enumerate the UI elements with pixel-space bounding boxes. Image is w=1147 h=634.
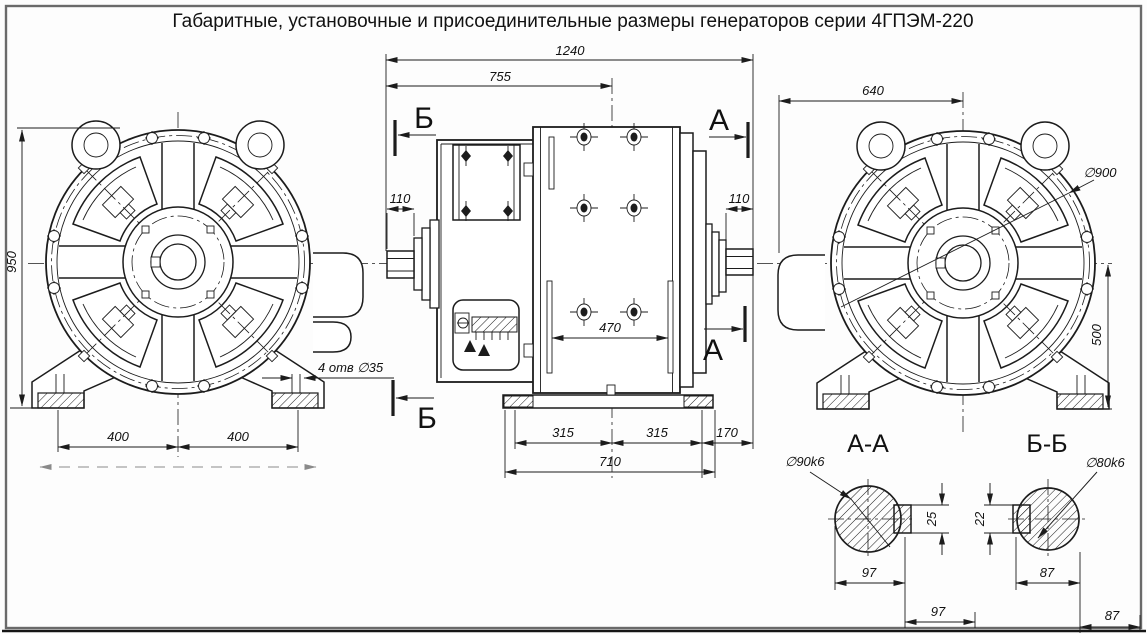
section-view-aa: А-А ∅90k6 25 97 97 <box>785 430 976 628</box>
front-view-right: 640 ∅900 500 <box>777 83 1117 409</box>
dim-height-label: 950 <box>4 250 19 272</box>
dim-shaft-left-label: 110 <box>390 191 411 206</box>
section-mark-a-top: А <box>709 104 750 158</box>
side-view: 1240 755 110 110 470 315 315 170 710 Б <box>385 43 754 478</box>
drawing-title: Габаритные, установочные и присоединител… <box>172 11 973 32</box>
cable-entry-profile <box>313 321 352 353</box>
svg-text:Б: Б <box>414 102 434 135</box>
key-height-aa-label: 25 <box>924 511 939 527</box>
dim-to-edge-label: 640 <box>862 83 884 98</box>
dim-base-length-label: 710 <box>599 454 621 469</box>
section-mark-b-bottom: Б <box>391 380 437 435</box>
section-bb-title: Б-Б <box>1026 430 1067 458</box>
svg-text:А: А <box>709 104 729 137</box>
section-mark-a-bottom: А <box>703 306 747 367</box>
dim-axis-height-label: 500 <box>1089 323 1104 345</box>
dim-foot-right-label: 400 <box>227 429 249 444</box>
dim-offset-aa-label: 97 <box>931 604 946 619</box>
dim-outer-diameter-label: ∅900 <box>1083 165 1117 180</box>
front-view-left: 950 400 400 4 отв ∅35 <box>4 121 394 470</box>
dim-foot-overhang-label: 170 <box>716 425 738 440</box>
dim-shaft-right-label: 110 <box>729 191 750 206</box>
key-height-bb-label: 22 <box>972 511 987 527</box>
dim-frame-window-label: 470 <box>599 320 621 335</box>
svg-text:Б: Б <box>417 402 437 435</box>
svg-text:А: А <box>703 334 723 367</box>
section-view-bb: Б-Б ∅80k6 22 87 87 <box>972 430 1141 633</box>
dim-width-bb-label: 87 <box>1040 565 1055 580</box>
shaft-diameter-aa-label: ∅90k6 <box>785 454 825 469</box>
dim-offset-bb-label: 87 <box>1105 608 1120 623</box>
shaft-right <box>725 248 754 276</box>
dim-overall-length-label: 1240 <box>556 43 586 58</box>
section-aa-title: А-А <box>847 430 889 458</box>
dim-foot-rear-label: 315 <box>646 425 668 440</box>
brush-gear-box <box>452 299 520 371</box>
terminal-cover-profile <box>777 254 825 331</box>
terminal-box <box>452 144 521 222</box>
foot-holes-note: 4 отв ∅35 <box>318 360 384 375</box>
dim-to-center-label: 755 <box>489 69 511 84</box>
shaft-left <box>386 250 415 279</box>
dim-foot-left-label: 400 <box>107 429 129 444</box>
shaft-diameter-bb-label: ∅80k6 <box>1085 455 1125 470</box>
terminal-cover-profile <box>313 252 364 318</box>
dim-foot-front-label: 315 <box>552 425 574 440</box>
section-mark-b-top: Б <box>393 102 436 156</box>
sheet-border <box>4 4 1143 630</box>
dim-width-aa-label: 97 <box>862 565 877 580</box>
